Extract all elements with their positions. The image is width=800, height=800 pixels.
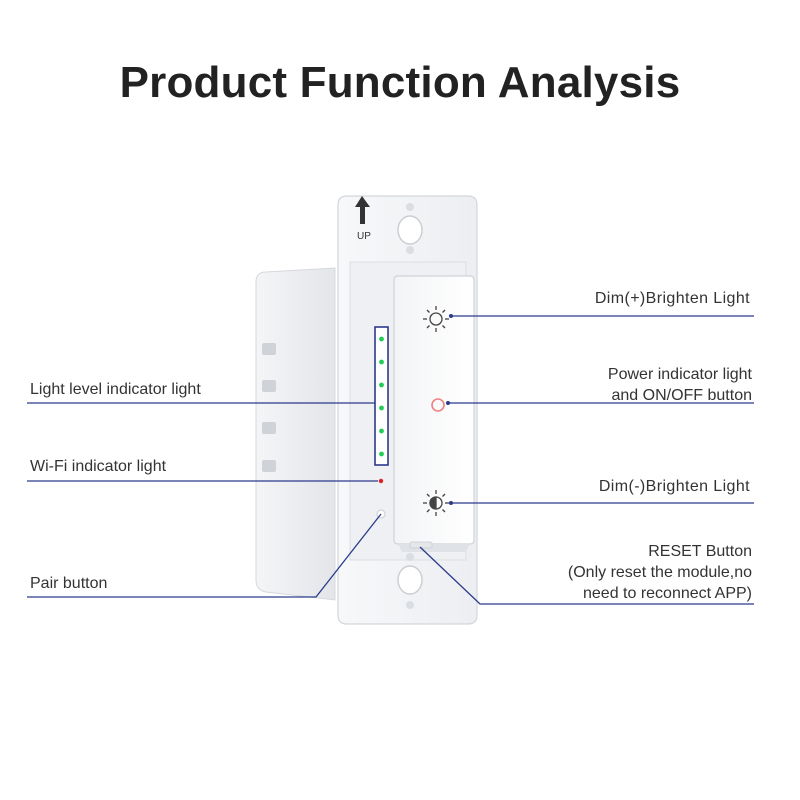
switch-paddle[interactable] bbox=[393, 275, 475, 552]
callout-power-line1: Power indicator light bbox=[607, 366, 752, 383]
leader-line-reset bbox=[419, 546, 754, 605]
light-level-indicator bbox=[374, 326, 389, 466]
power-indicator-ring[interactable] bbox=[431, 398, 445, 412]
callout-power: Power indicator light and ON/OFF button bbox=[608, 364, 752, 406]
callout-reset-line3: need to reconnect APP) bbox=[583, 585, 752, 602]
up-marker-text: UP bbox=[357, 231, 371, 242]
leader-endpoints bbox=[446, 314, 453, 505]
callout-pair: Pair button bbox=[30, 575, 108, 592]
arrow-up-icon bbox=[355, 196, 370, 224]
top-screw-slot bbox=[397, 203, 423, 254]
bottom-screw-slot bbox=[397, 553, 423, 609]
callout-dim-minus: Dim(-)Brighten Light bbox=[598, 478, 750, 495]
page-title: Product Function Analysis bbox=[119, 58, 681, 107]
callout-dim-plus: Dim(+)Brighten Light bbox=[594, 290, 750, 307]
sun-outline-icon[interactable] bbox=[423, 306, 449, 332]
leader-line-pair bbox=[27, 513, 382, 598]
callout-power-line2: and ON/OFF button bbox=[611, 387, 752, 404]
callout-light-level: Light level indicator light bbox=[30, 381, 201, 398]
callout-reset-line1: RESET Button bbox=[648, 543, 752, 560]
callout-wifi: Wi-Fi indicator light bbox=[30, 458, 167, 475]
sun-half-filled-icon[interactable] bbox=[423, 490, 449, 516]
switch-back-housing bbox=[255, 267, 336, 601]
callout-reset-line2: (Only reset the module,no bbox=[567, 564, 752, 581]
leader-lines bbox=[27, 315, 754, 605]
wifi-indicator-led bbox=[378, 478, 384, 484]
callout-reset: RESET Button (Only reset the module,no n… bbox=[568, 541, 752, 604]
